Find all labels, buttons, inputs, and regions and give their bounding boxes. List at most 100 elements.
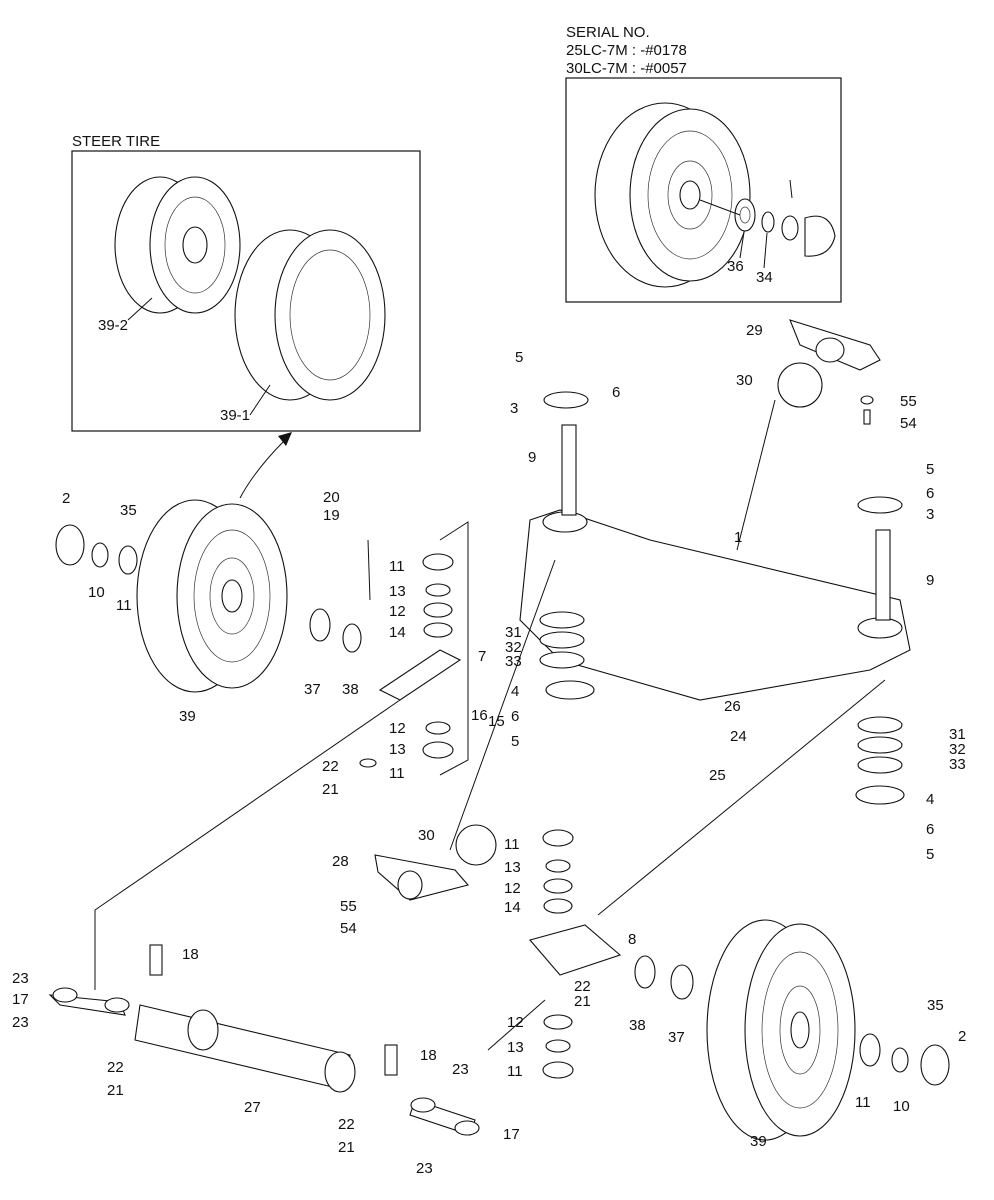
callout-left-21: 21 [322,781,339,798]
callout-knuckle-11b: 11 [389,765,405,782]
callout-17a: 17 [12,991,29,1008]
callout-axle-1: 1 [734,529,742,546]
serial-number-line-1: 25LC-7M : -#0178 [566,42,687,59]
right-wheel-drawing [706,919,950,1141]
callout-26: 26 [724,698,741,715]
callout-center-13b: 13 [507,1039,524,1056]
callout-rw-39: 39 [750,1133,767,1150]
serial-inset-frame [565,77,842,303]
callout-left-38: 38 [342,681,359,698]
callout-axle-32: 32 [505,639,522,656]
steering-cylinder-drawing [48,944,480,1136]
callout-knuckle-11a: 11 [389,558,405,575]
left-wheel-drawing [55,499,362,693]
callout-bottom-22b: 22 [338,1116,355,1133]
serial-inset-wheel-drawing [594,102,836,288]
right-mount-drawing [777,319,881,425]
callout-17b: 17 [503,1126,520,1143]
callout-center-13a: 13 [504,859,521,876]
callout-axle-5: 5 [515,349,523,366]
callout-center-14: 14 [504,899,521,916]
callout-center-11b: 11 [507,1063,523,1080]
callout-axle-6b: 6 [511,708,519,725]
callout-right-32: 32 [949,741,966,758]
callout-39-1: 39-1 [220,407,250,424]
callout-axle-4: 4 [511,683,519,700]
callout-center-30: 30 [418,827,435,844]
leader-39-1 [249,384,271,416]
callout-18a: 18 [182,946,199,963]
callout-right-6b: 6 [926,821,934,838]
callout-right-31: 31 [949,726,966,743]
callout-center-21: 21 [574,993,591,1010]
callout-rw-2: 2 [958,1028,966,1045]
callout-axle-6: 6 [612,384,620,401]
callout-right-5b: 5 [926,846,934,863]
axle-beam-drawing [519,391,911,805]
callout-left-2: 2 [62,490,70,507]
callout-25: 25 [709,767,726,784]
callout-18b: 18 [420,1047,437,1064]
callout-left-22: 22 [322,758,339,775]
callout-7: 7 [478,648,486,665]
callout-20: 20 [323,489,340,506]
serial-number-title: SERIAL NO. [566,24,650,41]
leader-36 [739,231,745,259]
callout-knuckle-12b: 12 [389,720,406,737]
callout-27: 27 [244,1099,261,1116]
callout-rw-10: 10 [893,1098,910,1115]
callout-28: 28 [332,853,349,870]
callout-left-10: 10 [88,584,105,601]
callout-center-11a: 11 [504,836,520,853]
callout-rw-35: 35 [927,997,944,1014]
callout-right-5: 5 [926,461,934,478]
callout-center-12a: 12 [504,880,521,897]
serial-number-line-2: 30LC-7M : -#0057 [566,60,687,77]
callout-axle-33: 33 [505,653,522,670]
callout-rw-11: 11 [855,1094,871,1111]
callout-knuckle-13a: 13 [389,583,406,600]
callout-left-35: 35 [120,502,137,519]
reference-arrowhead [278,432,292,446]
callout-center-37: 37 [668,1029,685,1046]
steer-tire-label: STEER TIRE [72,133,160,150]
callout-left-11: 11 [116,597,132,614]
callout-center-12b: 12 [507,1014,524,1031]
callout-23a: 23 [12,970,29,987]
callout-right-55: 55 [900,393,917,410]
callout-29: 29 [746,322,763,339]
leader-34 [763,232,768,269]
callout-23d: 23 [416,1160,433,1177]
callout-34: 34 [756,269,773,286]
callout-right-30: 30 [736,372,753,389]
callout-36: 36 [727,258,744,275]
callout-23b: 23 [12,1014,29,1031]
callout-center-22: 22 [574,978,591,995]
callout-left-37: 37 [304,681,321,698]
left-knuckle-drawing [359,521,469,776]
callout-16: 16 [471,707,488,724]
steer-tire-inset-drawing [114,176,386,401]
callout-right-9: 9 [926,572,934,589]
callout-left-39: 39 [179,708,196,725]
callout-axle-31: 31 [505,624,522,641]
steer-tire-inset-frame [71,150,421,432]
center-knuckle-drawing [374,824,694,1079]
callout-center-55: 55 [340,898,357,915]
callout-center-54: 54 [340,920,357,937]
callout-axle-5b: 5 [511,733,519,750]
callout-axle-3: 3 [510,400,518,417]
callout-right-3: 3 [926,506,934,523]
callout-knuckle-14: 14 [389,624,406,641]
leader-39-2 [127,297,153,321]
callout-23c: 23 [452,1061,469,1078]
callout-right-33: 33 [949,756,966,773]
callout-bottom-21: 21 [107,1082,124,1099]
callout-center-38: 38 [629,1017,646,1034]
callout-bottom-22: 22 [107,1059,124,1076]
reference-arrow [239,439,286,499]
callout-39-2: 39-2 [98,317,128,334]
callout-axle-9: 9 [528,449,536,466]
callout-19: 19 [323,507,340,524]
